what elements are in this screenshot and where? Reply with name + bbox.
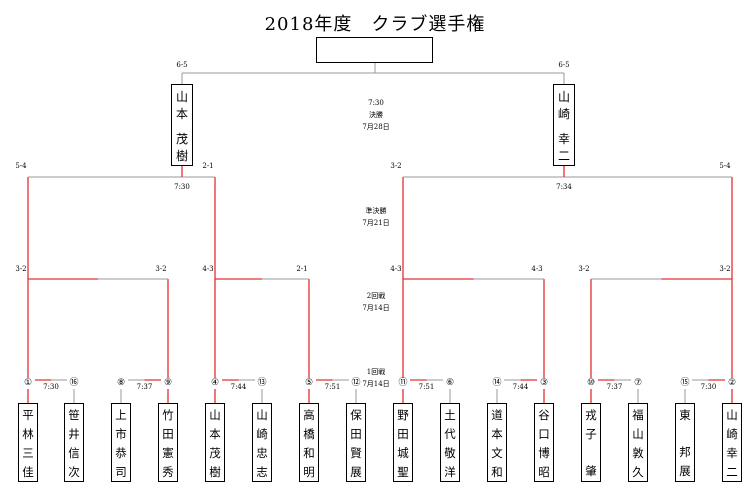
player-name: 道本文和: [491, 408, 503, 479]
round1-time: 7:37: [606, 383, 623, 391]
player-name: 山本茂樹: [209, 408, 221, 479]
final-round-name: 決勝: [369, 111, 383, 119]
player-box: 山崎忠志: [252, 403, 272, 482]
semifinal-score: 3-2: [390, 162, 402, 170]
player-seed: ①: [21, 378, 35, 389]
round2-score: 4-3: [531, 265, 543, 273]
page-title: 2018年度 クラブ選手権: [264, 14, 486, 35]
player-box: 東邦展: [675, 403, 695, 482]
player-name: 保田賢展: [350, 408, 362, 479]
player-box: 福山敦久: [628, 403, 648, 482]
player-name: 福山敦久: [632, 408, 644, 479]
semifinal-score: 2-1: [202, 162, 214, 170]
round2-score: 4-3: [390, 265, 402, 273]
semifinal-round-name: 準決勝: [365, 207, 387, 215]
round2-score: 3-2: [15, 265, 27, 273]
player-box: 谷口博昭: [534, 403, 554, 482]
player-box: 山本茂樹: [205, 403, 225, 482]
round2-name: 2回戦: [366, 292, 386, 300]
round1-time: 7:44: [512, 383, 529, 391]
semifinal-date: 7月21日: [362, 219, 390, 227]
player-name: 野田城聖: [397, 408, 409, 479]
player-seed: ⑫: [349, 378, 363, 389]
semifinal-score: 5-4: [15, 162, 27, 170]
player-seed: ⑭: [490, 378, 504, 389]
semifinal-score: 5-4: [719, 162, 731, 170]
player-seed: ④: [208, 378, 222, 389]
player-seed: ③: [537, 378, 551, 389]
player-seed: ⑮: [678, 378, 692, 389]
final-score: 6-5: [176, 61, 188, 69]
round1-time: 7:51: [324, 383, 341, 391]
player-seed: ⑯: [67, 378, 81, 389]
round1-label: 1回戦 7月14日: [346, 366, 406, 390]
player-box: 高橋和明: [299, 403, 319, 482]
round2-score: 3-2: [155, 265, 167, 273]
round2-label: 2回戦 7月14日: [346, 290, 406, 314]
player-box: 保田賢展: [346, 403, 366, 482]
player-seed: ⑧: [114, 378, 128, 389]
round1-time: 7:30: [700, 383, 717, 391]
player-name: 平林三佳: [22, 408, 34, 479]
player-box: 土代敬洋: [440, 403, 460, 482]
round2-score: 3-2: [719, 265, 731, 273]
player-seed: ⑦: [631, 378, 645, 389]
champion-box: [316, 37, 433, 63]
semifinal-time: 7:34: [556, 183, 572, 191]
player-seed: ⑬: [255, 378, 269, 389]
player-name: 山崎忠志: [256, 408, 268, 479]
finalist-box: 山崎幸二: [553, 84, 575, 166]
player-box: 竹田憲秀: [158, 403, 178, 482]
round2-date: 7月14日: [362, 304, 390, 312]
player-seed: ②: [725, 378, 739, 389]
finalist-box: 山本茂樹: [171, 84, 193, 166]
player-name: 東邦展: [679, 408, 691, 478]
finalist-name: 山崎幸二: [557, 90, 570, 163]
round1-time: 7:51: [418, 383, 435, 391]
player-box: 野田城聖: [393, 403, 413, 482]
round2-score: 4-3: [202, 265, 214, 273]
semifinal-time: 7:30: [174, 183, 190, 191]
round1-date: 7月14日: [362, 380, 390, 388]
player-name: 高橋和明: [303, 408, 315, 479]
player-box: 笹井信次: [64, 403, 84, 482]
round2-score: 2-1: [296, 265, 308, 273]
player-box: 山崎幸二: [722, 403, 742, 482]
player-box: 道本文和: [487, 403, 507, 482]
finalist-name: 山本茂樹: [175, 90, 188, 163]
player-name: 笹井信次: [68, 408, 80, 479]
final-score: 6-5: [558, 61, 570, 69]
player-seed: ⑪: [396, 378, 410, 389]
final-time: 7:30: [368, 99, 384, 107]
player-name: 上市恭司: [115, 408, 127, 479]
player-box: 上市恭司: [111, 403, 131, 482]
player-box: 平林三佳: [18, 403, 38, 482]
player-seed: ⑤: [302, 378, 316, 389]
semifinal-round-label: 準決勝 7月21日: [346, 205, 406, 229]
player-seed: ⑩: [584, 378, 598, 389]
player-name: 土代敬洋: [444, 408, 456, 479]
player-name: 竹田憲秀: [162, 408, 174, 479]
round1-name: 1回戦: [366, 368, 386, 376]
player-name: 谷口博昭: [538, 408, 550, 479]
round1-time: 7:37: [136, 383, 153, 391]
final-round-label: 7:30 決勝 7月28日: [346, 97, 406, 133]
final-date: 7月28日: [362, 123, 390, 131]
round1-time: 7:30: [43, 383, 59, 391]
player-name: 戎子肇: [585, 408, 597, 478]
player-box: 戎子肇: [581, 403, 601, 482]
round2-score: 3-2: [578, 265, 590, 273]
player-seed: ⑨: [161, 378, 175, 389]
round1-time: 7:44: [230, 383, 247, 391]
player-name: 山崎幸二: [726, 408, 738, 479]
player-seed: ⑥: [443, 378, 457, 389]
